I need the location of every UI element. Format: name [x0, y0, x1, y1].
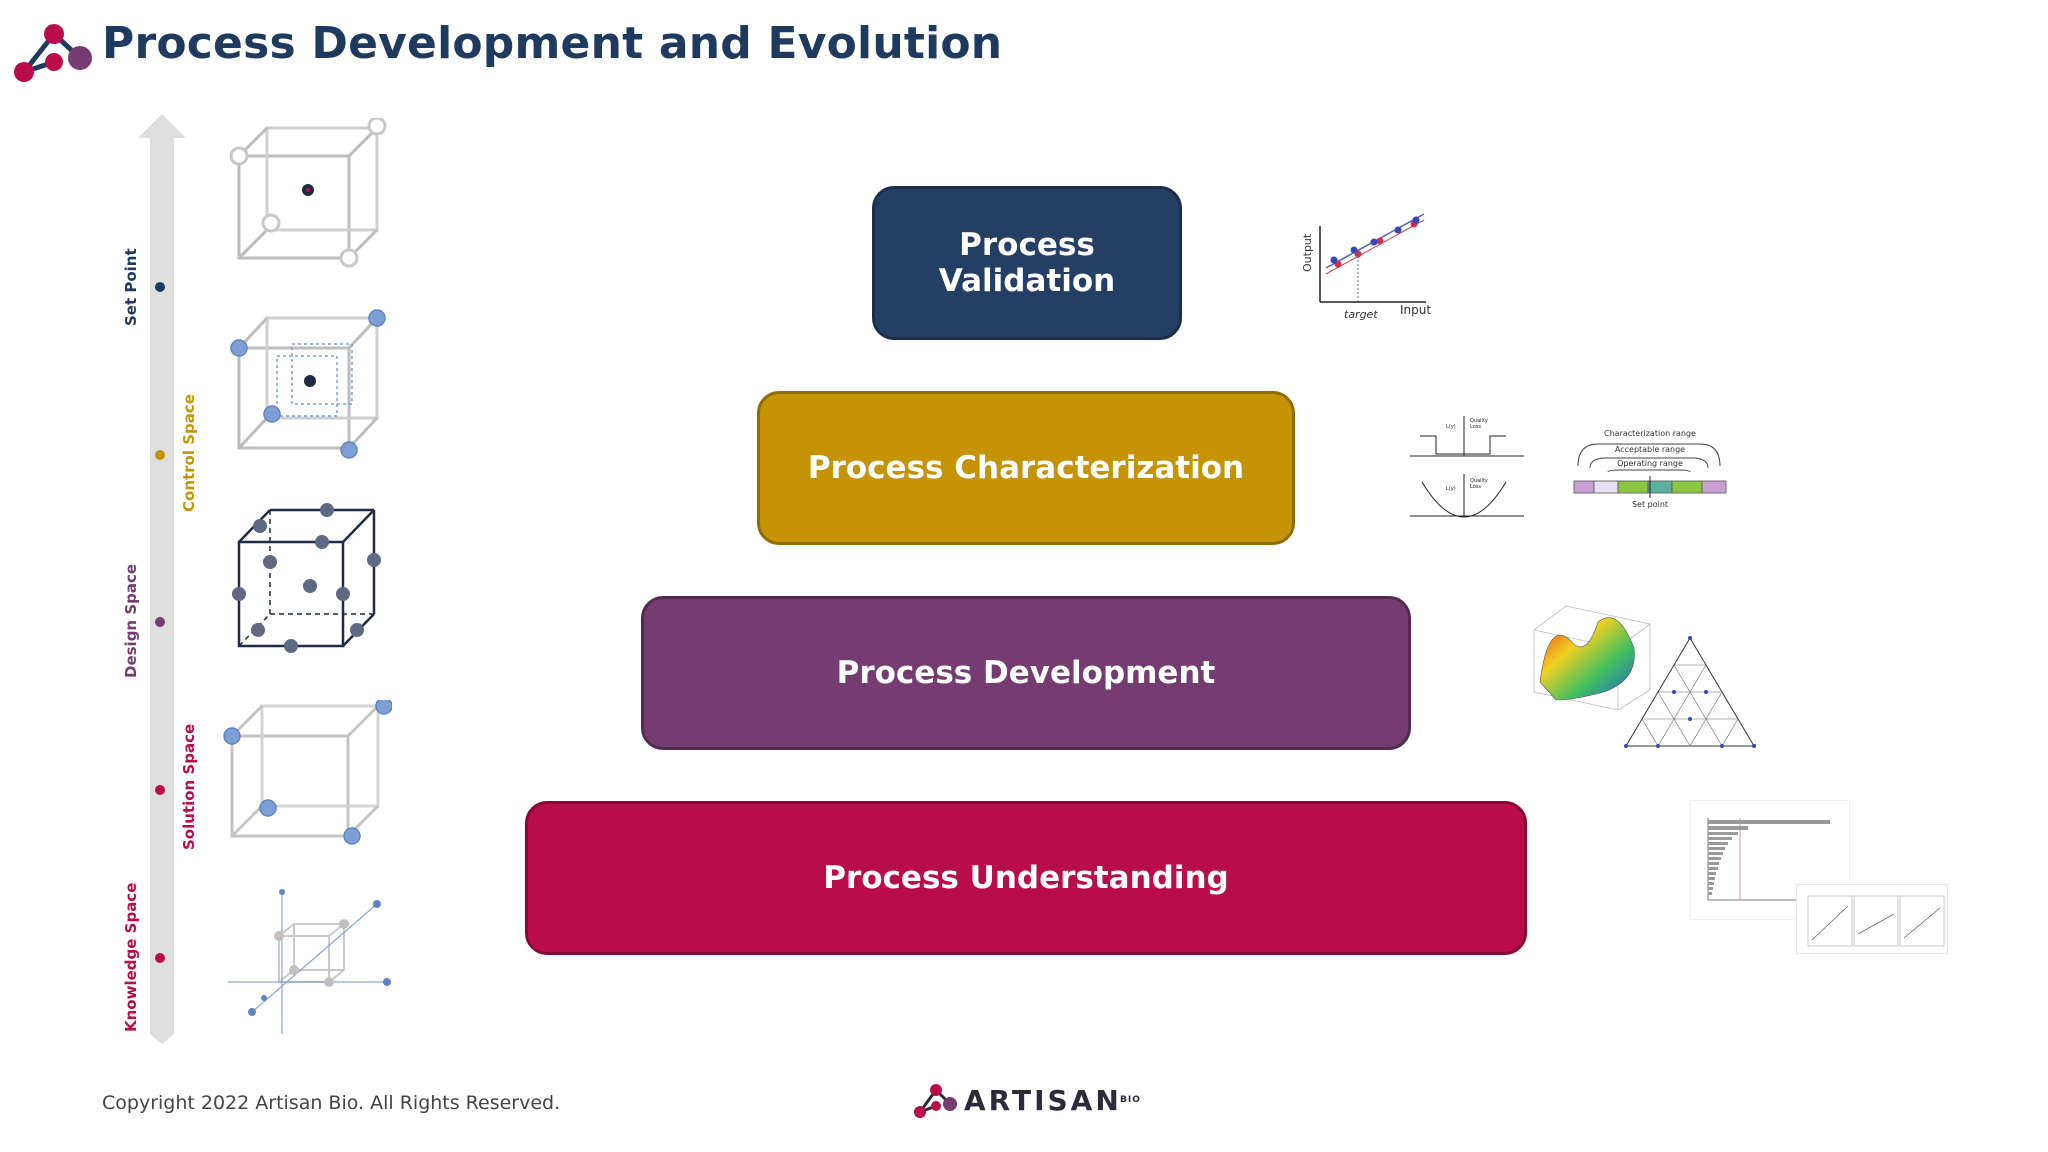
tier-process-validation: Process Validation	[872, 186, 1182, 340]
tier-process-understanding-label: Process Understanding	[823, 860, 1229, 896]
knowledge-space-label: Knowledge Space	[122, 882, 140, 1032]
svg-text:L(y): L(y)	[1446, 424, 1456, 430]
footer-logo-icon	[914, 1084, 957, 1118]
axis-markers	[155, 282, 165, 963]
design-space-label: Design Space	[122, 563, 140, 678]
tier-process-characterization-label: Process Characterization	[807, 450, 1245, 486]
response-surface-thumbnail	[1533, 605, 1651, 711]
main-effects-plot-thumbnail	[1796, 884, 1948, 954]
tier-process-development-label: Process Development	[836, 655, 1216, 691]
knowledge-space-marker	[155, 953, 165, 963]
footer-brand-suffix: BIO	[1120, 1095, 1141, 1105]
svg-text:L(y): L(y)	[1446, 486, 1456, 492]
design-space-marker	[155, 617, 165, 627]
cube-set-point-icon	[229, 118, 387, 268]
tier-process-development: Process Development	[641, 596, 1411, 750]
tier-process-understanding: Process Understanding	[525, 801, 1527, 955]
target-label: target	[1344, 308, 1378, 321]
output-axis-label: Output	[1301, 233, 1314, 272]
solution-space-marker	[155, 785, 165, 795]
tier-process-validation-label: Process Validation	[938, 227, 1116, 299]
svg-text:Quality: Quality	[1470, 478, 1488, 484]
tier-process-characterization: Process Characterization	[757, 391, 1295, 545]
svg-text:Loss: Loss	[1470, 484, 1481, 490]
operating-ranges-thumbnail: Characterization range Acceptable range …	[1573, 429, 1727, 509]
evolution-axis-arrow	[138, 114, 186, 1044]
set-point-marker	[155, 282, 165, 292]
validation-regression-thumbnail: Output Input target	[1301, 213, 1431, 321]
footer-brand-name: ARTISAN	[964, 1084, 1122, 1117]
cube-knowledge-space-icon	[228, 889, 391, 1034]
operating-range-label: Operating range	[1617, 459, 1683, 468]
artisan-logo-icon	[14, 24, 92, 82]
set-point-label: Set Point	[122, 248, 140, 326]
set-point-range-label: Set point	[1632, 500, 1668, 509]
cube-solution-space-icon	[223, 700, 392, 845]
cube-design-space-icon	[232, 503, 381, 653]
cube-control-space-icon	[230, 309, 386, 459]
characterization-range-label: Characterization range	[1604, 429, 1696, 438]
svg-text:Quality: Quality	[1470, 418, 1488, 424]
control-space-marker	[155, 450, 165, 460]
svg-text:Loss: Loss	[1470, 424, 1481, 430]
solution-space-label: Solution Space	[180, 723, 198, 850]
page-title: Process Development and Evolution	[102, 18, 1003, 69]
control-space-label: Control Space	[180, 394, 198, 512]
copyright-text: Copyright 2022 Artisan Bio. All Rights R…	[102, 1092, 561, 1114]
input-axis-label: Input	[1400, 303, 1431, 317]
ternary-mixture-thumbnail	[1624, 636, 1756, 748]
acceptable-range-label: Acceptable range	[1615, 445, 1685, 454]
